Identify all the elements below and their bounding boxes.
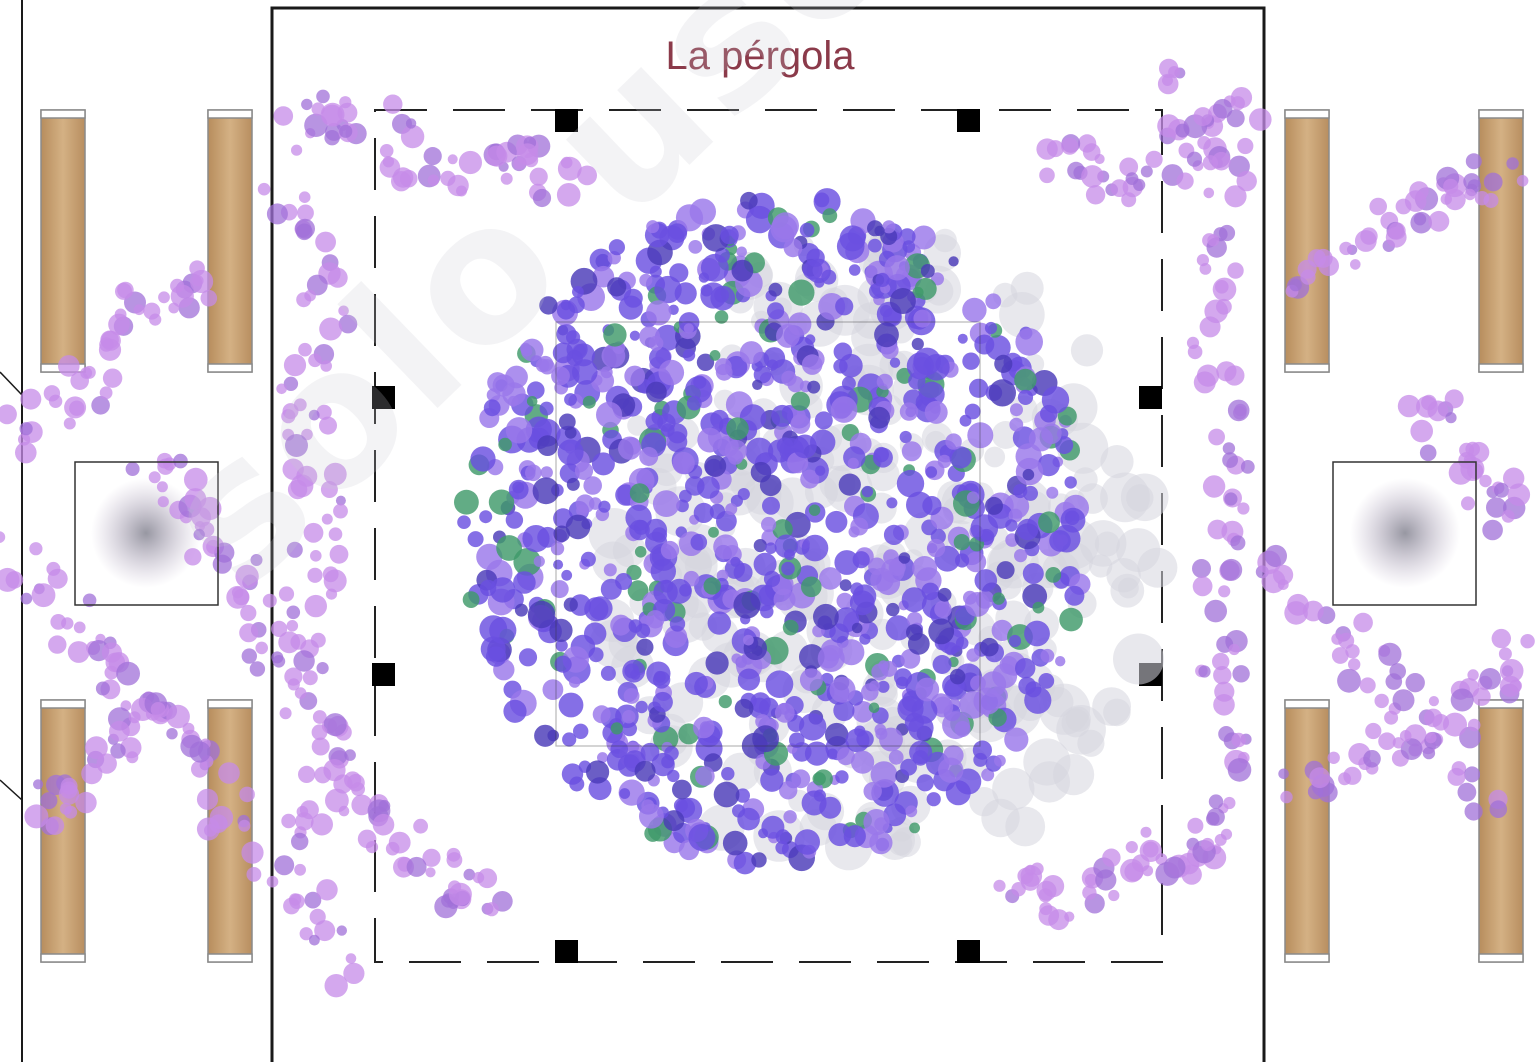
wisteria-vines <box>0 58 1535 998</box>
post-marker <box>372 386 395 409</box>
left-diagonal-2 <box>0 779 23 801</box>
left-tree-trunk-shade <box>91 478 201 588</box>
post-marker <box>372 663 395 686</box>
right-tree-pit <box>1332 461 1477 606</box>
bench <box>1478 109 1524 373</box>
post-marker <box>957 109 980 132</box>
bench-caps <box>40 109 1524 963</box>
canopy-dashed-outline <box>374 109 1163 963</box>
page-title: La pérgola <box>665 34 855 78</box>
right-tree-trunk-shade <box>1350 478 1460 588</box>
post-marker <box>555 940 578 963</box>
left-diagonal-1 <box>0 371 23 396</box>
inner-faint-outline <box>555 321 981 747</box>
bench <box>207 109 253 373</box>
post-marker <box>1139 386 1162 409</box>
bench <box>1478 699 1524 963</box>
central-flower-canopy <box>454 188 1091 875</box>
post-marker <box>957 940 980 963</box>
bench <box>1284 699 1330 963</box>
left-tree-pit <box>74 461 219 606</box>
bench <box>1284 109 1330 373</box>
pergola-frame <box>270 6 1266 1062</box>
bench <box>40 109 86 373</box>
post-marker <box>555 109 578 132</box>
